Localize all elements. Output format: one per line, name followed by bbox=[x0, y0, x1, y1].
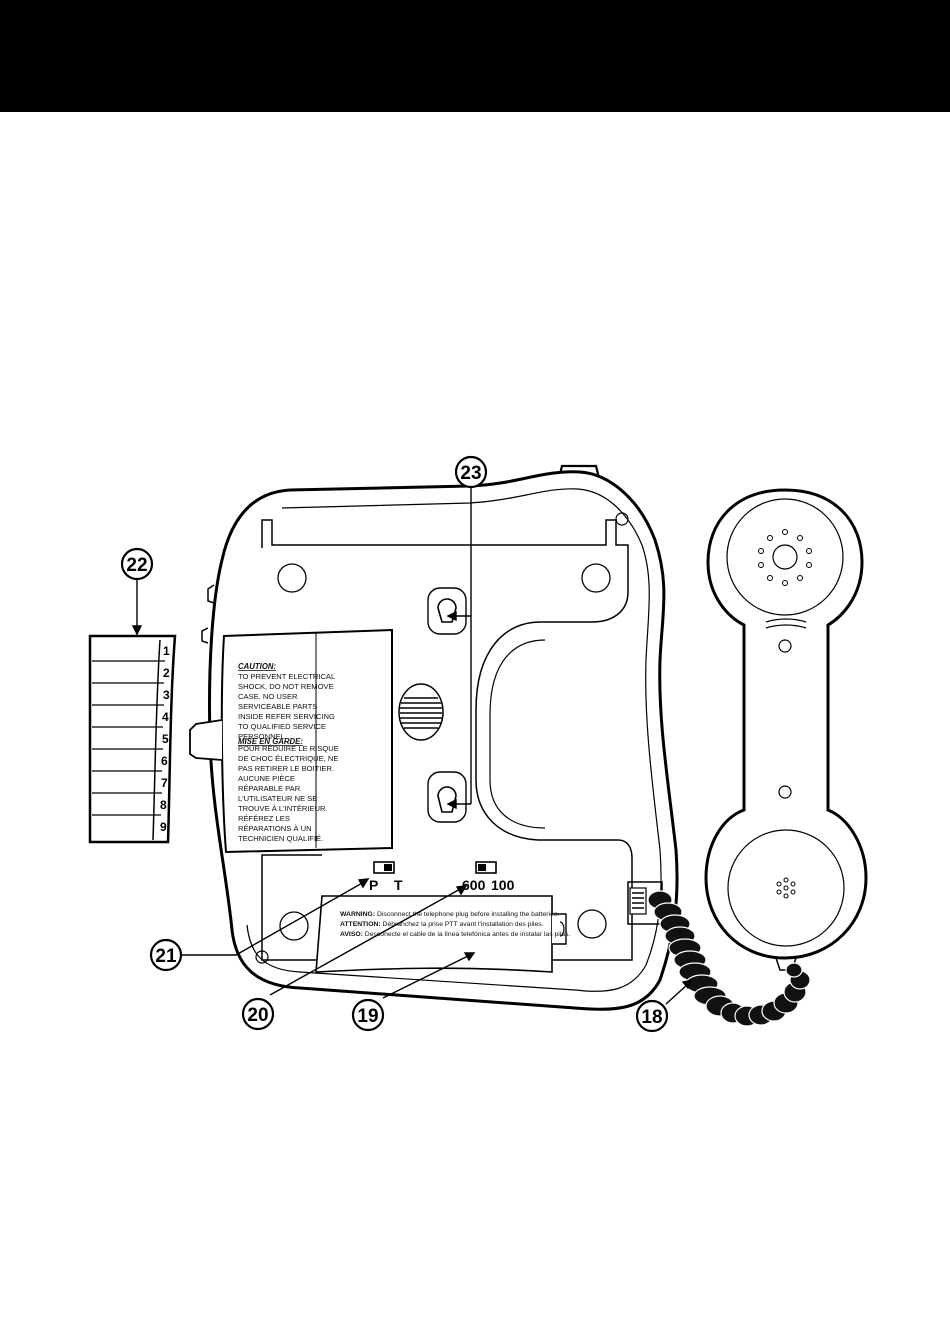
caution-label-panel bbox=[189, 628, 393, 854]
dial-mode-switch[interactable] bbox=[373, 861, 395, 874]
base-unit bbox=[201, 464, 679, 1011]
memory-tab-9: 9 bbox=[160, 820, 167, 834]
callout-23: 23 bbox=[454, 455, 488, 489]
memory-tab-3: 3 bbox=[163, 688, 170, 702]
memory-tab-5: 5 bbox=[162, 732, 169, 746]
memory-tab-1: 1 bbox=[163, 644, 170, 658]
memory-directory-card[interactable] bbox=[88, 634, 177, 844]
dial-switch-label-t: T bbox=[394, 877, 403, 893]
callout-18: 18 bbox=[635, 999, 669, 1033]
base-outer-shell bbox=[208, 470, 679, 1011]
caution-text: TO PREVENT ELECTRICAL SHOCK, DO NOT REMO… bbox=[238, 672, 337, 741]
callout-22: 22 bbox=[120, 547, 154, 581]
handset[interactable] bbox=[704, 488, 868, 971]
flash-time-switch[interactable] bbox=[475, 861, 497, 874]
mise-en-garde-text: POUR RÉDUIRE LE RISQUE DE CHOC ÉLECTRIQU… bbox=[238, 744, 341, 843]
callout-21: 21 bbox=[149, 938, 183, 972]
svg-text:23: 23 bbox=[460, 463, 481, 484]
callout-20: 20 bbox=[241, 997, 275, 1031]
svg-text:21: 21 bbox=[155, 946, 177, 967]
memory-tab-8: 8 bbox=[160, 798, 167, 812]
caution-heading: CAUTION: bbox=[238, 662, 277, 671]
mise-en-garde-heading: MISE EN GARDE: bbox=[238, 737, 303, 746]
battery-warning-text: WARNING: Disconnect the telephone plug b… bbox=[340, 911, 570, 938]
dial-switch-label-p: P bbox=[369, 877, 378, 893]
coiled-handset-cord bbox=[647, 890, 811, 1027]
callout-19: 19 bbox=[351, 998, 385, 1032]
memory-tab-2: 2 bbox=[163, 666, 170, 680]
callout-leader-lines bbox=[131, 486, 694, 1005]
svg-text:22: 22 bbox=[126, 555, 147, 576]
flash-switch-label-600: 600 bbox=[462, 877, 486, 893]
svg-text:19: 19 bbox=[357, 1006, 378, 1027]
battery-compartment-door[interactable] bbox=[315, 895, 567, 973]
top-banner bbox=[0, 0, 950, 112]
base-inner-panel bbox=[261, 519, 633, 961]
svg-text:18: 18 bbox=[641, 1007, 662, 1028]
svg-text:20: 20 bbox=[247, 1005, 268, 1026]
memory-tab-6: 6 bbox=[161, 754, 168, 768]
flash-switch-label-100: 100 bbox=[491, 877, 515, 893]
memory-tab-4: 4 bbox=[162, 710, 169, 724]
memory-tab-7: 7 bbox=[161, 776, 168, 790]
memory-tab-numbers: 1 2 3 4 5 6 7 8 9 bbox=[160, 644, 170, 834]
